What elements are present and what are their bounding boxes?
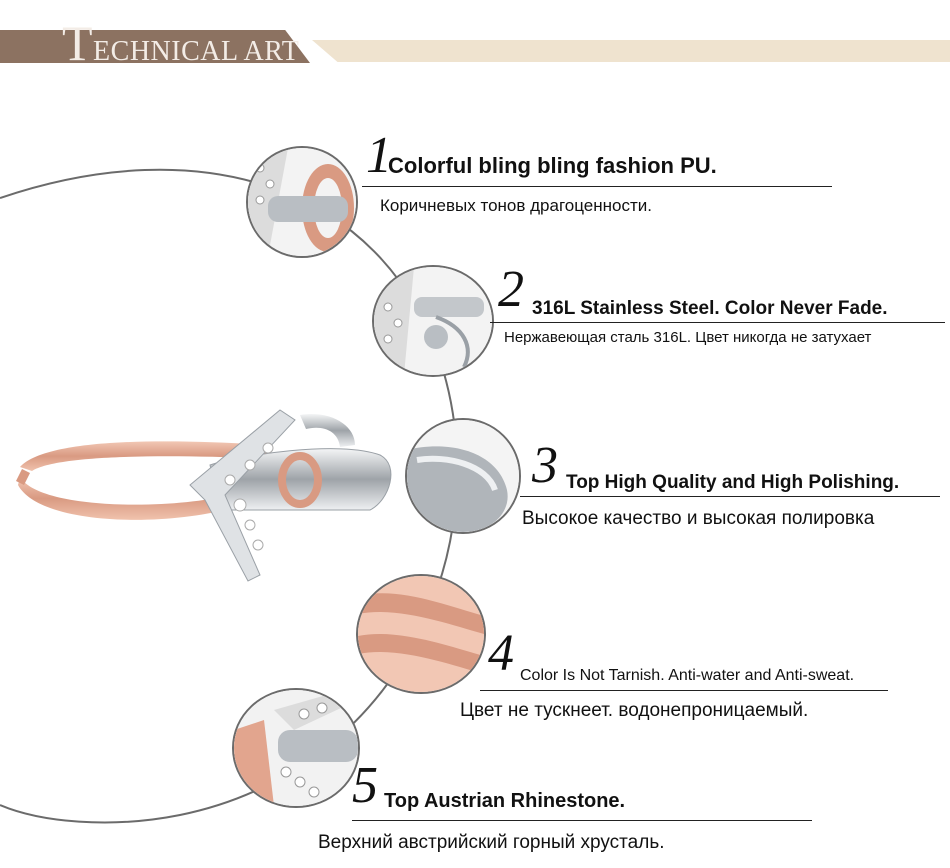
banner-title: TECHNICAL ART [62, 18, 299, 68]
feature-5-detail-image [232, 688, 360, 808]
product-image-bracelet [16, 409, 392, 582]
banner-light-strip [312, 40, 950, 62]
feature-5-underline [352, 820, 812, 821]
banner-title-rest: ECHNICAL ART [93, 36, 300, 67]
banner-title-initial: T [62, 15, 94, 71]
feature-2-number: 2 [498, 261, 524, 318]
feature-4-underline [480, 690, 888, 691]
feature-3-title: Top High Quality and High Polishing. [566, 472, 900, 493]
feature-2-detail-image [372, 265, 494, 377]
feature-4-title: Color Is Not Tarnish. Anti-water and Ant… [520, 667, 855, 684]
feature-1-title: Colorful bling bling fashion PU. [388, 153, 717, 178]
feature-5-title: Top Austrian Rhinestone. [384, 790, 626, 812]
header-banner: TECHNICAL ART [0, 0, 950, 70]
feature-4-detail-image [356, 574, 486, 694]
feature-3-subtitle: Высокое качество и высокая полировка [522, 508, 875, 529]
feature-2-underline [490, 322, 945, 323]
feature-2-subtitle: Нержавеющая сталь 316L. Цвет никогда не … [504, 329, 872, 346]
feature-4-number: 4 [488, 625, 514, 682]
feature-5-number: 5 [352, 757, 378, 814]
feature-3-underline [520, 496, 940, 497]
feature-1-number: 1 [366, 127, 392, 184]
feature-4-subtitle: Цвет не тускнеет. водонепроницаемый. [460, 700, 809, 721]
feature-2-title: 316L Stainless Steel. Color Never Fade. [532, 298, 888, 319]
feature-1-underline [362, 186, 832, 187]
feature-3-detail-image [405, 418, 521, 534]
feature-1-detail-image [246, 146, 358, 258]
feature-5-subtitle: Верхний австрийский горный хрусталь. [318, 832, 665, 853]
feature-3-number: 3 [532, 437, 558, 494]
banner-dark-strip [0, 30, 310, 63]
feature-1-subtitle: Коричневых тонов драгоценности. [380, 196, 652, 215]
